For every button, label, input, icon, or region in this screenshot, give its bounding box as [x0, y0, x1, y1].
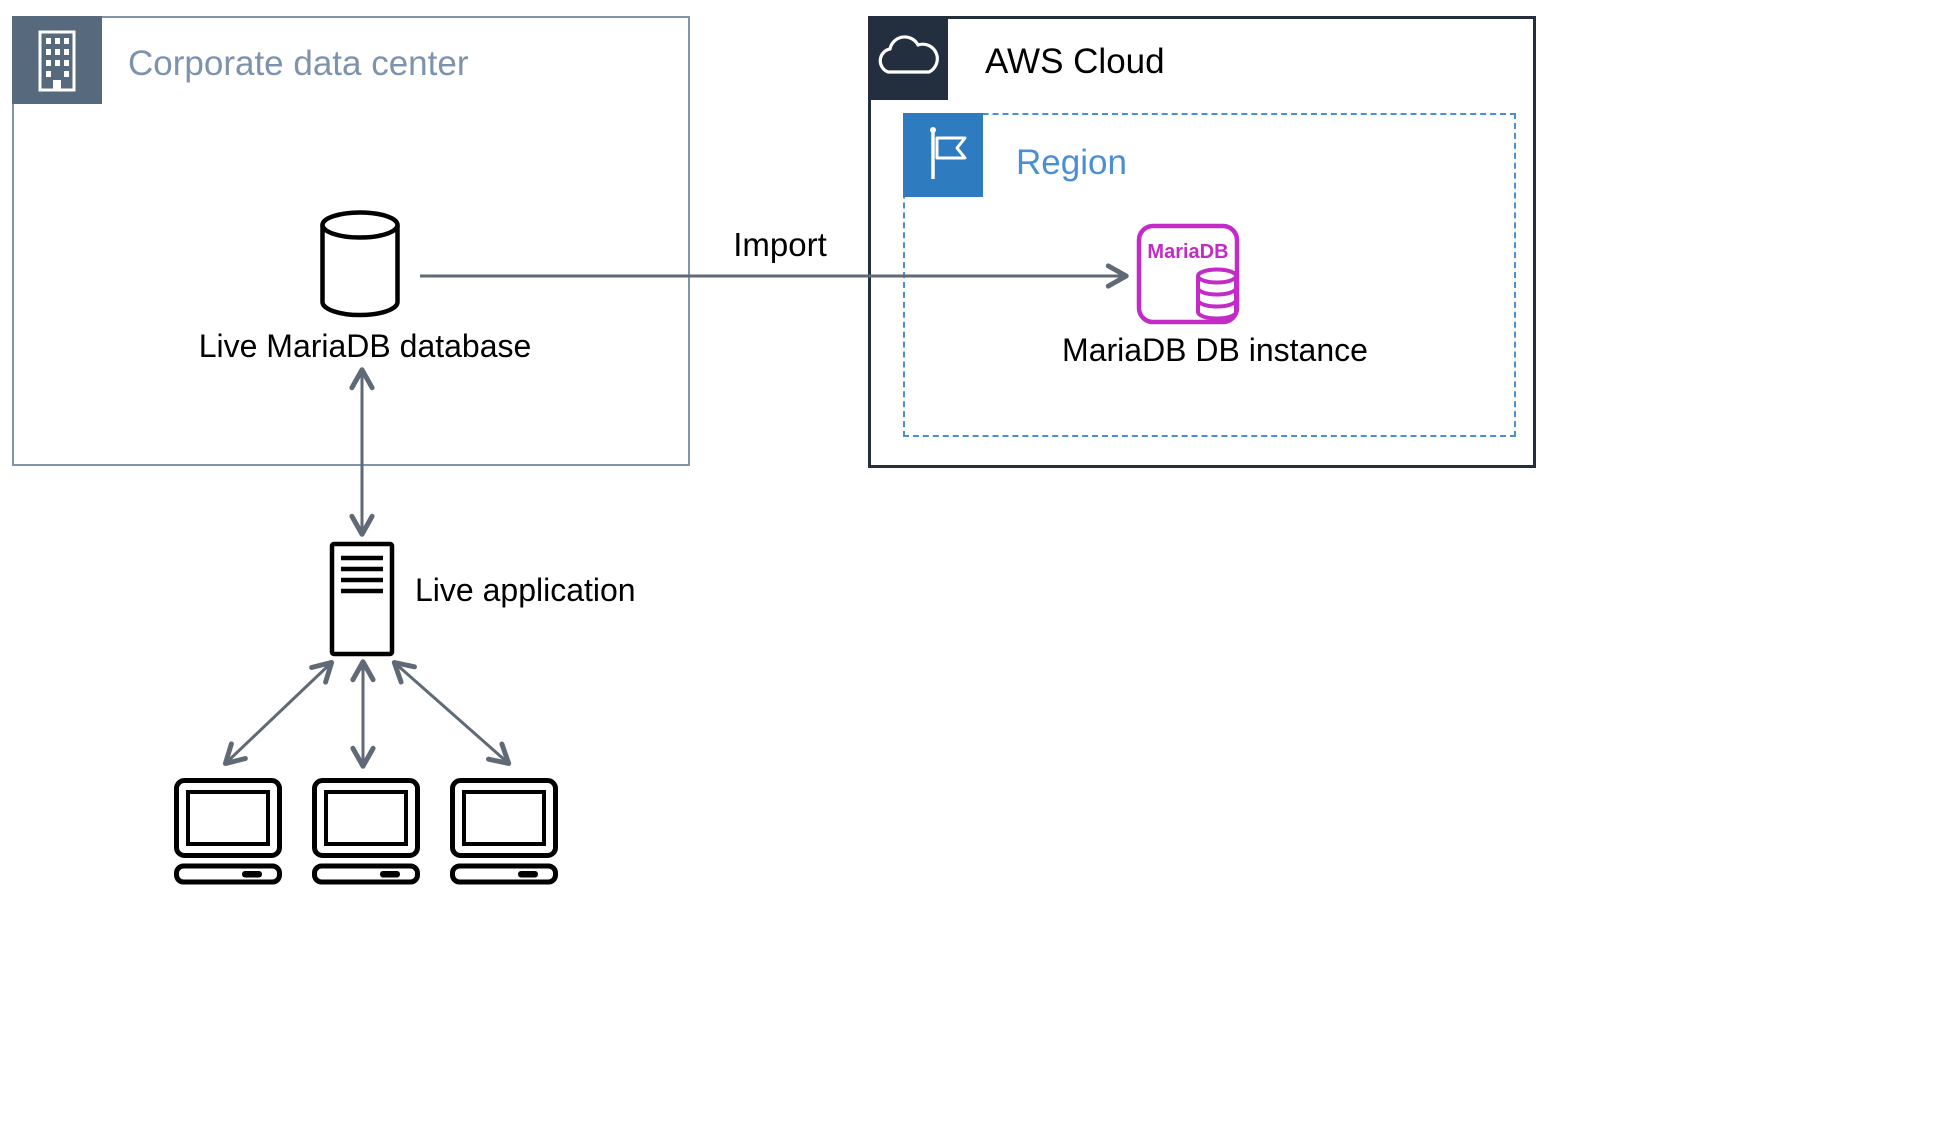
app-client1-arrow: [222, 659, 335, 767]
desktop-computer-icon: [310, 776, 422, 886]
aws-cloud-box: [868, 16, 1536, 468]
live-application-label: Live application: [415, 572, 636, 608]
corporate-data-center-title: Corporate data center: [128, 44, 469, 83]
live-mariadb-database-label: Live MariaDB database: [198, 328, 532, 364]
mariadb-db-instance-icon: MariaDB: [1135, 222, 1241, 326]
mariadb-logo-text: MariaDB: [1147, 241, 1228, 263]
database-cylinder-icon: [318, 208, 402, 320]
aws-cloud-title: AWS Cloud: [985, 42, 1165, 81]
desktop-computer-icon: [448, 776, 560, 886]
server-icon: [329, 541, 395, 657]
building-icon: [12, 16, 102, 104]
desktop-computer-icon: [172, 776, 284, 886]
region-title: Region: [1016, 143, 1127, 182]
cloud-icon: [868, 16, 948, 100]
flag-icon: [903, 113, 983, 197]
app-client3-arrow: [391, 660, 512, 766]
import-arrow-label: Import: [733, 226, 827, 263]
mariadb-db-instance-label: MariaDB DB instance: [1062, 332, 1368, 368]
